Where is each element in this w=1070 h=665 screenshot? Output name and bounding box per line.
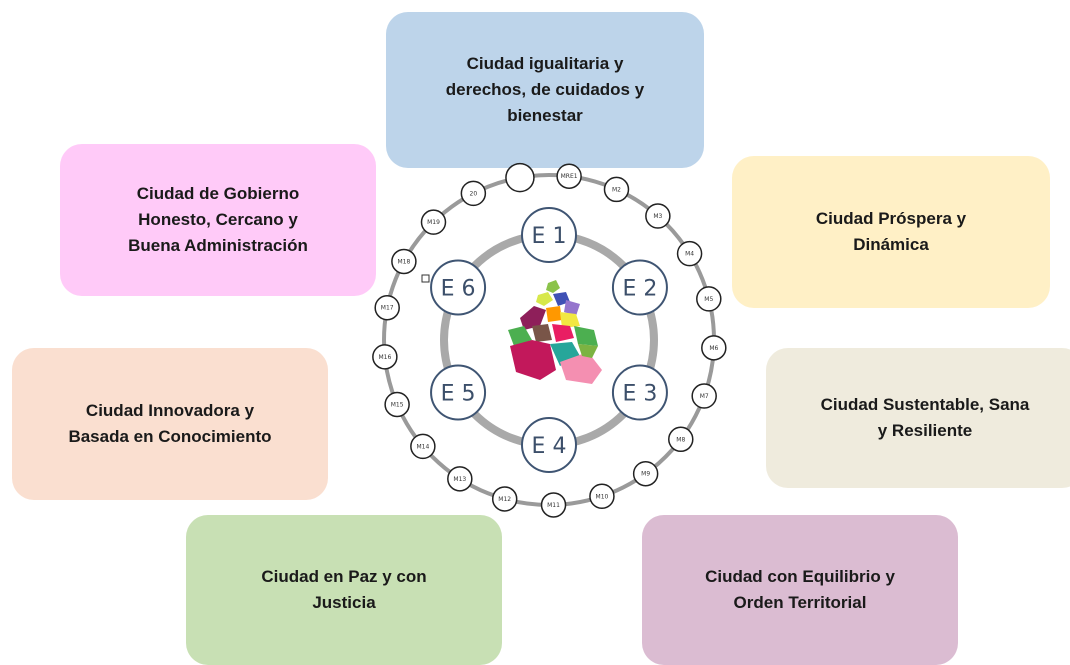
hub-label: E 3 [622,382,657,407]
ring-node-label: M13 [453,476,466,483]
ring-node-label: M8 [676,436,685,443]
axis-box-equilibrio: Ciudad con Equilibrio y Orden Territoria… [642,515,958,665]
ring-node: M13 [447,466,473,492]
ring-node-label: M11 [547,502,560,509]
hub-label: E 2 [622,277,657,302]
axis-box-innovadora: Ciudad Innovadora y Basada en Conocimien… [12,348,328,500]
ring-node-label: MRE1 [561,173,578,180]
ring-node-label: M10 [596,493,609,500]
ring-node: M6 [701,335,727,361]
axis-label: Ciudad igualitaria y derechos, de cuidad… [445,54,645,125]
ring-node: M16 [372,344,398,370]
ring-node-label: M12 [498,496,511,503]
axis-label: Ciudad de Gobierno Honesto, Cercano y Bu… [128,184,308,255]
axis-box-paz: Ciudad en Paz y con Justicia [186,515,502,665]
ring-node-label: M16 [378,354,391,361]
axis-box-sustentable: Ciudad Sustentable, Sana y Resiliente [766,348,1070,488]
axis-box-gobierno: Ciudad de Gobierno Honesto, Cercano y Bu… [60,144,376,296]
axis-box-igualitaria: Ciudad igualitaria y derechos, de cuidad… [386,12,704,168]
ring-node: M2 [603,176,630,203]
hub-layer: E 1 E 2 E 3 E 4 E 5 E 6 [430,207,668,473]
ring-node: M8 [668,426,694,453]
ring-node-label: 20 [470,190,478,197]
ring-node: M12 [491,486,518,512]
ring-node: M14 [410,433,436,460]
ring-node-label: M19 [427,219,440,226]
ring-node-label: M18 [397,258,410,265]
ring-node-label: M2 [612,186,621,193]
hub-node: E 2 [611,259,668,316]
ring-node-label: M14 [416,443,429,450]
hub-node: E 6 [430,259,487,316]
hub-node: E 4 [521,417,577,473]
ring-node-label: M3 [653,213,662,220]
axis-box-prospera: Ciudad Próspera y Dinámica [732,156,1050,308]
ring-node-label: M5 [704,296,713,303]
ring-node-label: M6 [709,345,718,352]
ring-node [505,162,535,193]
axis-label: Ciudad en Paz y con Justicia [261,567,427,612]
ring-node-label: M7 [700,393,709,400]
ring-node-label: M15 [391,401,404,408]
axis-label: Ciudad Innovadora y Basada en Conocimien… [68,401,272,446]
hub-node: E 5 [430,364,487,421]
ring-node-label: M4 [685,251,694,258]
small-square-marker [421,274,430,283]
ring-node: M7 [691,383,717,409]
cdmx-map-icon [508,280,602,384]
ring-node: M5 [696,286,722,312]
hub-label: E 1 [532,224,567,249]
hub-node: E 3 [611,364,668,421]
ring-node: M18 [391,248,417,275]
ring-node: M19 [420,209,447,235]
ring-node: M11 [540,492,567,518]
axis-label: Ciudad Sustentable, Sana y Resiliente [820,395,1030,440]
hub-node: E 1 [521,207,577,263]
ring-node: MRE1 [556,163,582,189]
ring-node: 20 [460,180,487,207]
ring-node: M17 [374,294,400,321]
hub-label: E 6 [441,277,476,302]
ring-node: M3 [645,203,671,229]
hub-label: E 5 [441,382,476,407]
ring-node-label: M17 [381,305,394,312]
axis-label: Ciudad con Equilibrio y Orden Territoria… [705,567,895,612]
ring-node: M4 [676,240,703,267]
axis-label: Ciudad Próspera y Dinámica [815,209,967,254]
ring-node: M10 [589,483,615,510]
ring-node: M15 [384,391,410,418]
ring-node: M9 [632,460,659,487]
ring-node-label: M9 [641,471,650,478]
hub-label: E 4 [532,434,567,459]
